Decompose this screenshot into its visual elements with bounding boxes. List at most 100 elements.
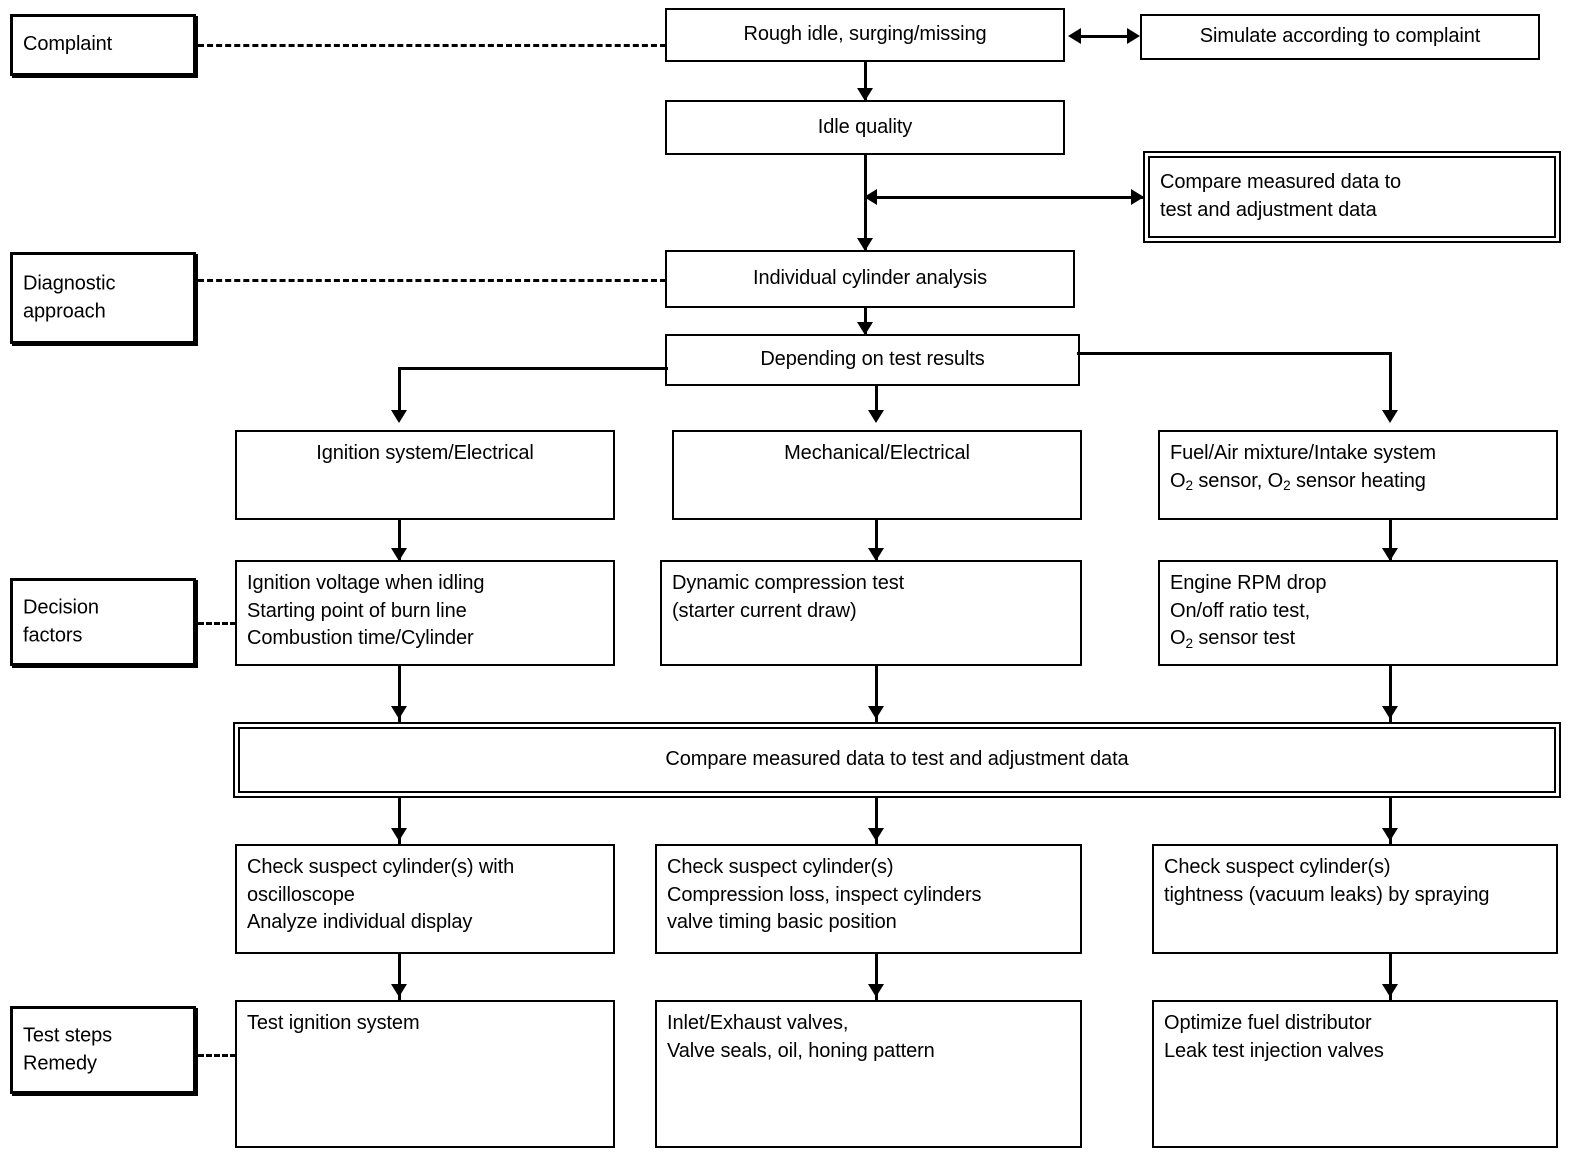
node-simulate-text: Simulate according to complaint (1199, 25, 1481, 48)
arrowhead-down-check-left (391, 828, 407, 841)
node-factors-mechanical-text: Dynamic compression test (starter curren… (672, 572, 905, 622)
o2-subscript-b: 2 (1283, 478, 1291, 494)
branch-left-vertical (398, 367, 401, 419)
node-factors-ignition-text: Ignition voltage when idling Starting po… (247, 572, 485, 650)
connector-idle-compare-line (872, 196, 1144, 199)
node-check-fuel-text: Check suspect cylinder(s) tightness (vac… (1164, 856, 1490, 906)
arrowhead-down-analysis (857, 238, 873, 251)
node-compare-bar-text: Compare measured data to test and adjust… (665, 748, 1129, 771)
arrowhead-left-symptom (1068, 28, 1081, 44)
node-symptom-text: Rough idle, surging/missing (743, 23, 987, 46)
node-compare-top-line1: Compare measured data to (1160, 171, 1402, 194)
arrowhead-down-branch-ignition (391, 410, 407, 423)
arrowhead-down-remedy-right (1382, 984, 1398, 997)
branch-left-horizontal (398, 367, 668, 370)
branch-right-vertical (1389, 352, 1392, 419)
node-branch-mechanical-text: Mechanical/Electrical (784, 442, 970, 464)
node-idle-quality-text: Idle quality (817, 115, 913, 138)
node-check-ignition: Check suspect cylinder(s) with oscillosc… (235, 844, 615, 954)
node-factors-fuel-line1: Engine RPM drop (1170, 572, 1327, 594)
node-remedy-ignition-text: Test ignition system (247, 1012, 420, 1034)
node-factors-mechanical: Dynamic compression test (starter curren… (660, 560, 1082, 666)
connector-ignition-factors-line (398, 520, 401, 562)
node-branch-mechanical: Mechanical/Electrical (672, 430, 1082, 520)
rail-label-diagnostic-approach-text: Diagnostic approach (23, 272, 116, 322)
arrowhead-right-compare-top (1131, 189, 1144, 205)
node-branch-fuel-line1: Fuel/Air mixture/Intake system (1170, 442, 1436, 464)
connector-bar-check-mid-line (875, 798, 878, 846)
node-compare-top: Compare measured data to test and adjust… (1143, 151, 1561, 243)
connector-check-remedy-mid-line (875, 954, 878, 1002)
rail-label-test-steps-remedy-text: Test steps Remedy (23, 1024, 113, 1074)
rail-label-test-steps-remedy: Test steps Remedy (10, 1006, 196, 1094)
node-factors-fuel-line2: On/off ratio test, (1170, 599, 1311, 622)
arrowhead-down-remedy-left (391, 984, 407, 997)
node-check-ignition-text: Check suspect cylinder(s) with oscillosc… (247, 856, 515, 934)
arrowhead-down-check-mid (868, 828, 884, 841)
arrowhead-down-bar-right (1382, 706, 1398, 719)
node-branch-fuel-line2: O2 sensor, O2 sensor heating (1160, 468, 1556, 496)
node-remedy-ignition: Test ignition system (235, 1000, 615, 1148)
rail-label-decision-factors-text: Decision factors (23, 596, 99, 646)
connector-bar-check-left-line (398, 798, 401, 846)
arrowhead-down-idle (857, 88, 873, 101)
node-individual-cylinder-analysis: Individual cylinder analysis (665, 250, 1075, 308)
dashed-connector-diagnostic (198, 279, 666, 282)
branch-middle-vertical (875, 386, 878, 419)
o2-subscript-c: 2 (1185, 635, 1193, 651)
connector-factors-bar-mid-line (875, 666, 878, 724)
node-remedy-mechanical: Inlet/Exhaust valves, Valve seals, oil, … (655, 1000, 1082, 1148)
arrowhead-down-bar-left (391, 706, 407, 719)
arrowhead-down-bar-mid (868, 706, 884, 719)
branch-right-horizontal (1077, 352, 1392, 355)
dashed-connector-test-steps (198, 1054, 236, 1057)
node-remedy-mechanical-text: Inlet/Exhaust valves, Valve seals, oil, … (667, 1012, 935, 1062)
node-branch-fuel: Fuel/Air mixture/Intake system O2 sensor… (1158, 430, 1558, 520)
node-idle-quality: Idle quality (665, 100, 1065, 155)
dashed-connector-complaint (198, 44, 666, 47)
connector-check-remedy-left-line (398, 954, 401, 1002)
node-remedy-fuel: Optimize fuel distributor Leak test inje… (1152, 1000, 1558, 1148)
o2-text-b: sensor, O (1192, 469, 1284, 492)
o2-symbol-c: O (1170, 627, 1186, 650)
node-branch-ignition: Ignition system/Electrical (235, 430, 615, 520)
rail-label-diagnostic-approach: Diagnostic approach (10, 252, 196, 344)
arrowhead-down-remedy-mid (868, 984, 884, 997)
connector-mechanical-factors-line (875, 520, 878, 562)
arrowhead-right-simulate (1127, 28, 1140, 44)
connector-symptom-simulate-line (1078, 35, 1130, 38)
arrowhead-down-branch-fuel (1382, 410, 1398, 423)
node-check-mechanical: Check suspect cylinder(s) Compression lo… (655, 844, 1082, 954)
arrowhead-down-branch-mechanical (868, 410, 884, 423)
node-symptom: Rough idle, surging/missing (665, 8, 1065, 62)
o2-subscript-a: 2 (1185, 478, 1193, 494)
rail-label-decision-factors: Decision factors (10, 578, 196, 666)
arrowhead-down-depending (857, 322, 873, 335)
node-depending-on-test-results-text: Depending on test results (760, 348, 985, 371)
connector-fuel-factors-line (1389, 520, 1392, 562)
node-check-mechanical-text: Check suspect cylinder(s) Compression lo… (667, 856, 982, 934)
connector-check-remedy-right-line (1389, 954, 1392, 1002)
o2-text-d: sensor test (1192, 627, 1296, 650)
node-simulate: Simulate according to complaint (1140, 14, 1540, 60)
arrowhead-down-factors-ignition (391, 548, 407, 561)
connector-bar-check-right-line (1389, 798, 1392, 846)
node-individual-cylinder-analysis-text: Individual cylinder analysis (753, 267, 987, 290)
rail-label-complaint-text: Complaint (23, 33, 113, 56)
arrowhead-down-check-right (1382, 828, 1398, 841)
node-compare-bar: Compare measured data to test and adjust… (233, 722, 1561, 798)
node-factors-fuel: Engine RPM drop On/off ratio test, O2 se… (1158, 560, 1558, 666)
dashed-connector-decision (198, 622, 236, 625)
o2-symbol-a: O (1170, 469, 1186, 492)
node-factors-fuel-line3: O2 sensor test (1160, 625, 1556, 653)
node-remedy-fuel-text: Optimize fuel distributor Leak test inje… (1164, 1012, 1384, 1062)
node-branch-ignition-text: Ignition system/Electrical (316, 442, 534, 464)
connector-symptom-idle-line (864, 62, 867, 100)
rail-label-complaint: Complaint (10, 14, 196, 76)
connector-factors-bar-right-line (1389, 666, 1392, 724)
connector-factors-bar-left-line (398, 666, 401, 724)
node-check-fuel: Check suspect cylinder(s) tightness (vac… (1152, 844, 1558, 954)
node-depending-on-test-results: Depending on test results (665, 334, 1080, 386)
arrowhead-down-factors-mechanical (868, 548, 884, 561)
